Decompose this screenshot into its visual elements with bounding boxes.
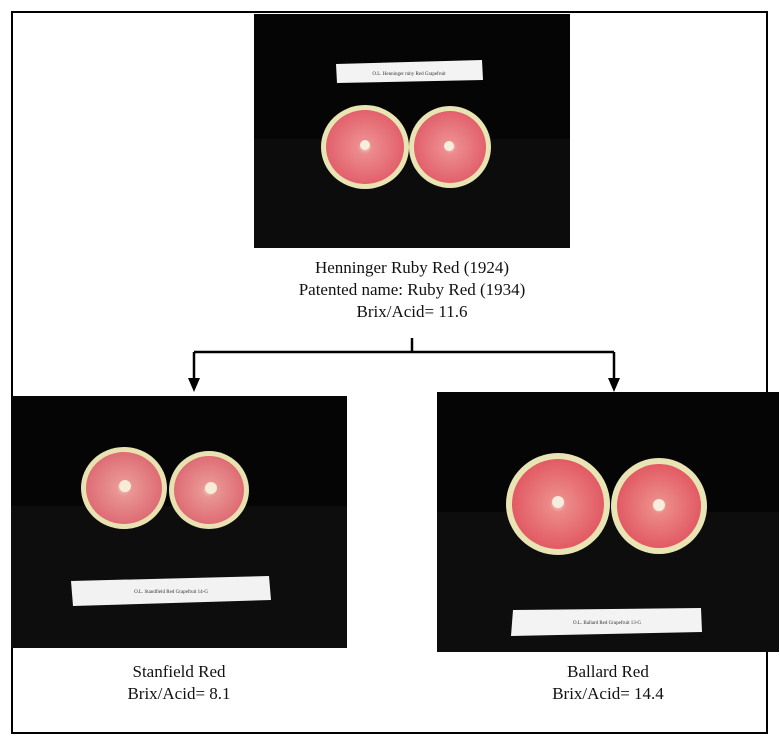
caption-brix-acid: Brix/Acid= 8.1 bbox=[11, 683, 347, 705]
caption-title: Stanfield Red bbox=[11, 661, 347, 683]
caption-title: Ballard Red bbox=[437, 661, 779, 683]
caption-ballard-red: Ballard Red Brix/Acid= 14.4 bbox=[437, 661, 779, 705]
caption-stanfield-red: Stanfield Red Brix/Acid= 8.1 bbox=[11, 661, 347, 705]
caption-brix-acid: Brix/Acid= 14.4 bbox=[437, 683, 779, 705]
photo-stanfield-red: O.L. Standfield Red Grapefruit 14-G bbox=[11, 396, 347, 648]
arrowhead-left bbox=[188, 378, 200, 392]
photo-ballard-red: O.L. Ballard Red Grapefruit 13-G bbox=[437, 392, 779, 652]
label-card-left-text: O.L. Standfield Red Grapefruit 14-G bbox=[134, 590, 208, 595]
arrowhead-right bbox=[608, 378, 620, 392]
label-card-right-text: O.L. Ballard Red Grapefruit 13-G bbox=[573, 621, 641, 626]
